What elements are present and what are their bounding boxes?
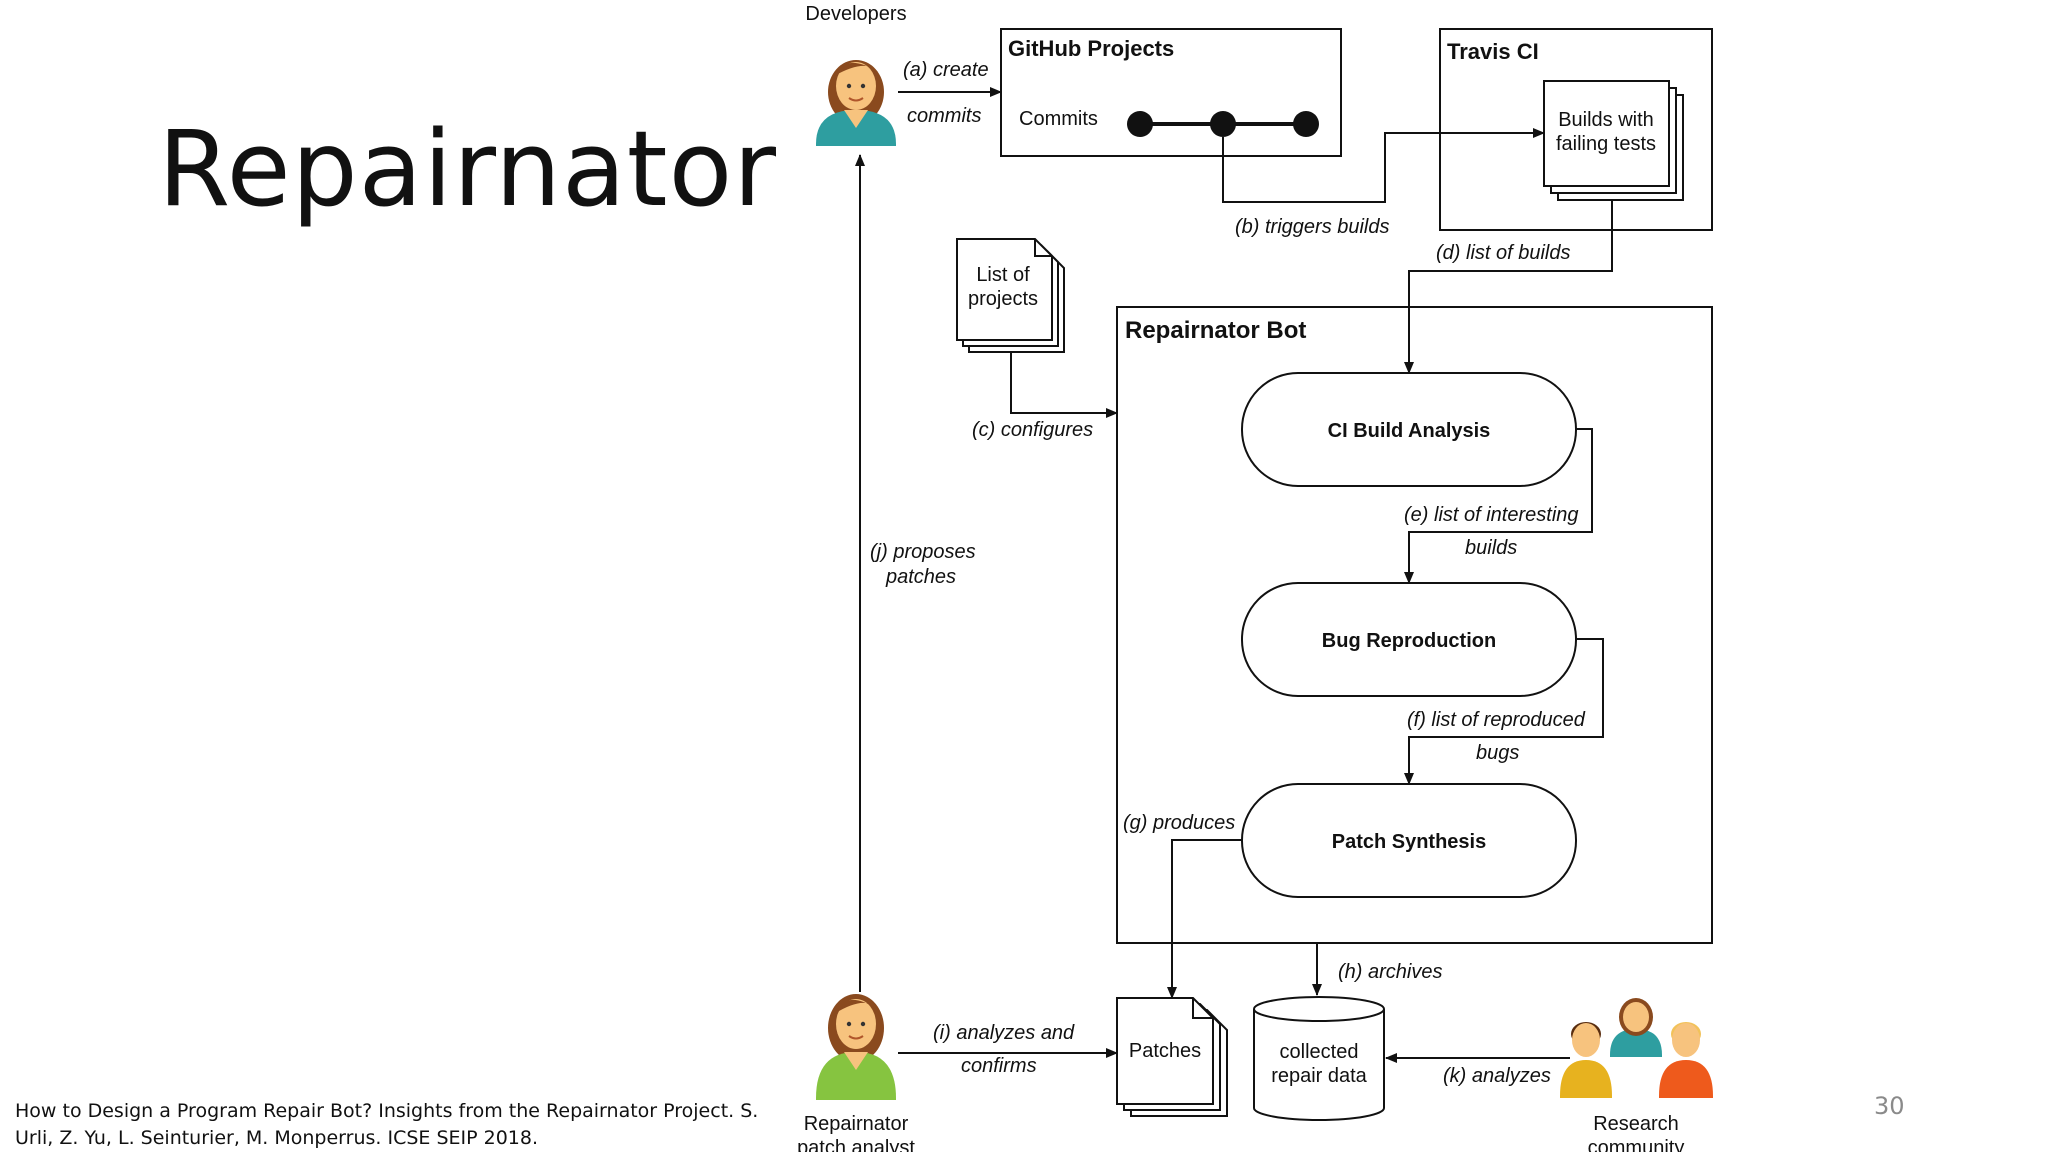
repair-data-label-line1: collected [1280,1041,1359,1063]
developer-avatar-icon [816,60,896,146]
edge-i-label-line2: confirms [961,1055,1037,1077]
analyst-label-line2: patch analyst [797,1137,915,1152]
patch-analyst-avatar-icon [816,994,896,1100]
commit-node [1210,111,1236,137]
github-projects-box [1000,28,1342,157]
edge-g-label: (g) produces [1123,812,1235,834]
research-community-avatars-icon [1560,998,1713,1098]
patch-synthesis-label: Patch Synthesis [1332,831,1487,853]
commit-node [1127,111,1153,137]
edge-f-label-line1: (f) list of reproduced [1407,709,1586,731]
failing-builds-label-line2: failing tests [1556,133,1656,155]
ci-build-analysis-label: CI Build Analysis [1328,420,1491,442]
edge-c-label: (c) configures [972,419,1093,441]
patches-doc-stack-icon [1116,997,1228,1117]
edge-f-reproduced-bugs [1404,638,1604,785]
edge-e-label-line1: (e) list of interesting [1404,504,1579,526]
bug-reproduction-label: Bug Reproduction [1322,630,1496,652]
analyst-label-line1: Repairnator [804,1113,909,1135]
projects-doc-label-line1: List of [976,264,1030,286]
edge-a-label-line1: (a) create [903,59,989,81]
slide-title: Repairnator [158,108,777,230]
edge-k-label: (k) analyzes [1443,1065,1551,1087]
commit-node [1293,111,1319,137]
edge-b-triggers-builds [1222,128,1545,203]
repair-data-label-line2: repair data [1271,1065,1367,1087]
edge-a-label-line2: commits [907,105,981,127]
edge-d-label: (d) list of builds [1436,242,1571,264]
community-label-line1: Research [1593,1113,1679,1135]
patches-label: Patches [1129,1040,1201,1062]
edge-e-label-line2: builds [1465,537,1517,559]
edge-g-produces [1167,839,1242,999]
page-number: 30 [1874,1092,1905,1120]
projects-doc-label-line2: projects [968,288,1038,310]
commits-label: Commits [1019,108,1098,130]
developers-label: Developers [805,3,906,25]
community-label-line2: community [1588,1137,1685,1152]
repair-data-database-icon [1253,996,1385,1121]
github-projects-title: GitHub Projects [1008,36,1174,61]
failing-builds-label-line1: Builds with [1558,109,1654,131]
edge-h-label: (h) archives [1338,961,1442,983]
travis-ci-title: Travis CI [1447,39,1539,64]
edge-j-label-line1: (j) proposes [870,541,976,563]
edge-e-interesting-builds [1404,428,1593,584]
failing-builds-doc-stack [1543,80,1684,201]
edge-j-label-line2: patches [885,566,956,588]
edge-i-label-line1: (i) analyzes and [933,1022,1075,1044]
repairnator-bot-title: Repairnator Bot [1125,317,1306,344]
edge-f-label-line2: bugs [1476,742,1519,764]
projects-doc-stack-icon [956,238,1065,353]
edge-b-label: (b) triggers builds [1235,216,1390,238]
edge-c-configures [1010,352,1118,418]
edge-d-list-of-builds [1404,200,1613,374]
citation: How to Design a Program Repair Bot? Insi… [15,1100,759,1149]
